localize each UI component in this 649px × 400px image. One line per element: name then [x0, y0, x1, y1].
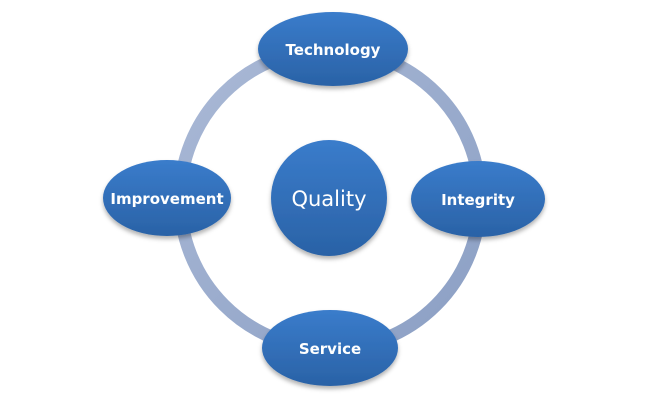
center-label: Quality	[291, 187, 366, 211]
node-label-service: Service	[299, 340, 361, 358]
node-improvement: Improvement	[103, 160, 231, 236]
node-technology: Technology	[258, 12, 408, 86]
node-label-integrity: Integrity	[441, 191, 515, 209]
center-node-quality: Quality	[271, 140, 387, 256]
node-integrity: Integrity	[411, 161, 545, 237]
node-label-technology: Technology	[286, 41, 381, 59]
node-service: Service	[262, 310, 398, 386]
node-label-improvement: Improvement	[110, 190, 223, 208]
